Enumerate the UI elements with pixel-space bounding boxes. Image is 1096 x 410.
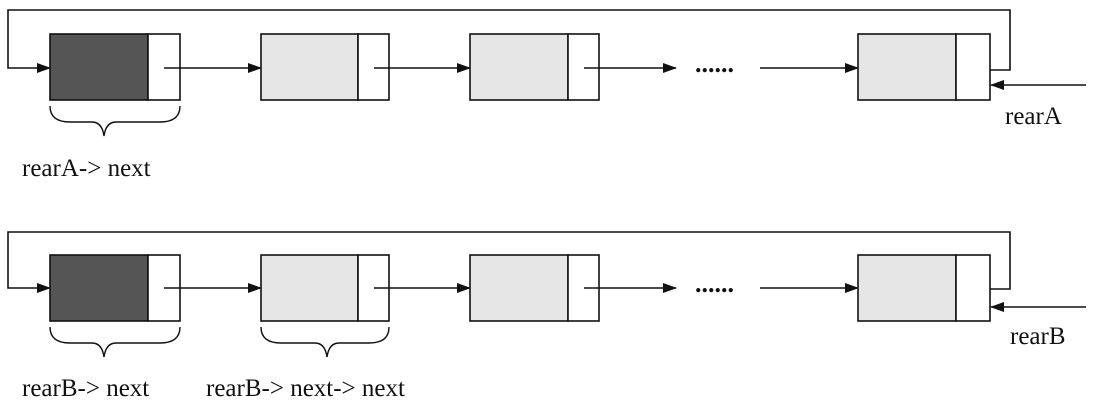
list-a-node-3	[469, 33, 600, 101]
node-data-field	[857, 33, 957, 101]
node-data-field	[49, 33, 149, 101]
list-a-brace-label-head: rearA-> next	[22, 155, 151, 182]
list-a-wrap-link	[7, 9, 1011, 73]
node-next-field	[955, 254, 991, 322]
node-data-field	[469, 33, 569, 101]
list-a-ellipsis: ......	[695, 49, 734, 78]
circular-list-a: ...... rearA rearA-> next	[7, 9, 1086, 182]
list-b-node-last	[857, 254, 991, 322]
list-b-brace-label-second: rearB-> next-> next	[206, 375, 405, 402]
list-b-node-1	[49, 254, 181, 322]
list-a-node-last	[857, 33, 991, 101]
list-b-brace-second	[260, 326, 390, 358]
list-b-brace-head	[49, 326, 181, 358]
node-next-field	[357, 33, 390, 101]
circular-list-b: ...... rearB rearB-> next rearB-> next->…	[7, 231, 1086, 402]
node-data-field	[469, 254, 569, 322]
list-b-ellipsis: ......	[695, 269, 734, 298]
node-data-field	[260, 33, 359, 101]
node-data-field	[260, 254, 359, 322]
node-next-field	[955, 33, 991, 101]
list-b-node-3	[469, 254, 600, 322]
node-next-field	[567, 33, 600, 101]
list-b-brace-label-head: rearB-> next	[22, 375, 149, 402]
node-data-field	[49, 254, 149, 322]
list-b-node-2	[260, 254, 390, 322]
list-a-rear-pointer-label: rearA	[1005, 103, 1062, 130]
list-a-node-2	[260, 33, 390, 101]
list-a-brace-head	[49, 105, 181, 137]
list-b-wrap-link	[7, 231, 1011, 293]
node-next-field	[147, 33, 181, 101]
list-a-node-1	[49, 33, 181, 101]
node-data-field	[857, 254, 957, 322]
list-b-rear-pointer-label: rearB	[1010, 323, 1066, 350]
